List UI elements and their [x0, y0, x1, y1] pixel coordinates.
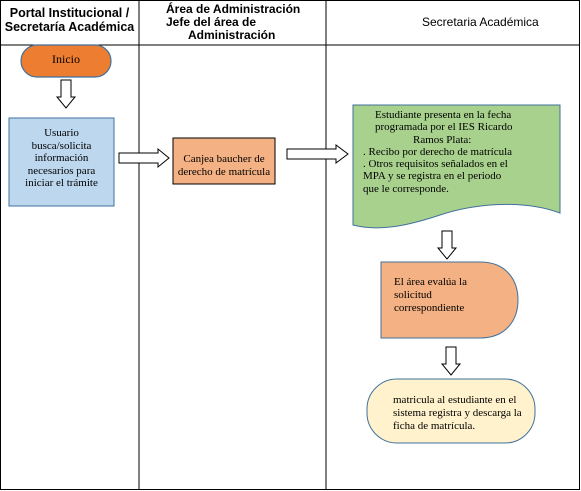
- user-request-label: Usuario busca/solicita información neces…: [9, 127, 114, 190]
- student-docs-label: Estudiante presenta en la fecha programa…: [363, 109, 555, 195]
- text-line: programada por el IES Ricardo: [375, 121, 513, 134]
- voucher-node: [172, 137, 276, 185]
- text-line: El área evalúa la: [394, 276, 467, 288]
- lane-title-line1: Portal Institucional /: [9, 6, 130, 20]
- arrow-down-3: [440, 346, 462, 376]
- start-label: Inicio: [52, 52, 80, 66]
- voucher-label: Canjea baucher de derecho de matrícula: [173, 153, 275, 179]
- text-line: sistema registra y descarga la: [393, 407, 522, 419]
- text-line: que le corresponde.: [363, 182, 449, 195]
- lane-title-line3: Administración: [188, 28, 276, 42]
- student-docs-node: [352, 104, 561, 229]
- lane-header-portal: Portal Institucional / Secretaría Académ…: [0, 0, 139, 45]
- text-line: busca/solicita: [31, 139, 92, 152]
- evaluate-label: El área evalúa la solicitud correspondie…: [394, 276, 509, 315]
- lane-title-line2: Jefe del área de: [166, 15, 257, 29]
- end-node: [366, 378, 536, 444]
- text-line: MPA y se registra en el periodo: [363, 170, 502, 183]
- text-line: iniciar el trámite: [25, 177, 98, 189]
- lane-title-line1: Secretaria Académica: [422, 15, 539, 29]
- arrow-down-1: [55, 79, 77, 109]
- text-line: Estudiante presenta en la fecha: [375, 109, 512, 121]
- lane-header-admin: Área de Administración Jefe del área de …: [139, 0, 326, 45]
- text-line: derecho de matrícula: [177, 166, 271, 178]
- arrow-right-1: [118, 147, 170, 169]
- text-line: Usuario: [44, 127, 79, 139]
- text-line: ficha de matrícula.: [393, 420, 476, 432]
- text-line: solicitud: [394, 289, 432, 301]
- user-request-node: [8, 117, 115, 207]
- text-line: necesarios para: [27, 164, 96, 177]
- evaluate-node: [380, 261, 519, 339]
- text-line: . Otros requisitos señalados en el: [363, 158, 508, 171]
- arrow-down-2: [436, 230, 458, 260]
- text-line: Canjea baucher de: [183, 153, 265, 165]
- start-node: [20, 44, 112, 78]
- text-line: correspondiente: [394, 302, 465, 314]
- text-line: matricula al estudiante en el: [393, 394, 517, 406]
- arrow-right-2: [286, 144, 349, 164]
- end-label: matricula al estudiante en el sistema re…: [393, 394, 538, 433]
- lane-header-secretaria: Secretaria Académica: [326, 0, 580, 45]
- text-line: Ramos Plata:: [413, 133, 472, 146]
- lane-title-line2: Secretaría Académica: [4, 20, 135, 34]
- lane-title-line1: Área de Administración: [166, 2, 301, 16]
- text-line: información: [34, 152, 89, 164]
- text-line: . Recibo por derecho de matrícula: [363, 145, 513, 158]
